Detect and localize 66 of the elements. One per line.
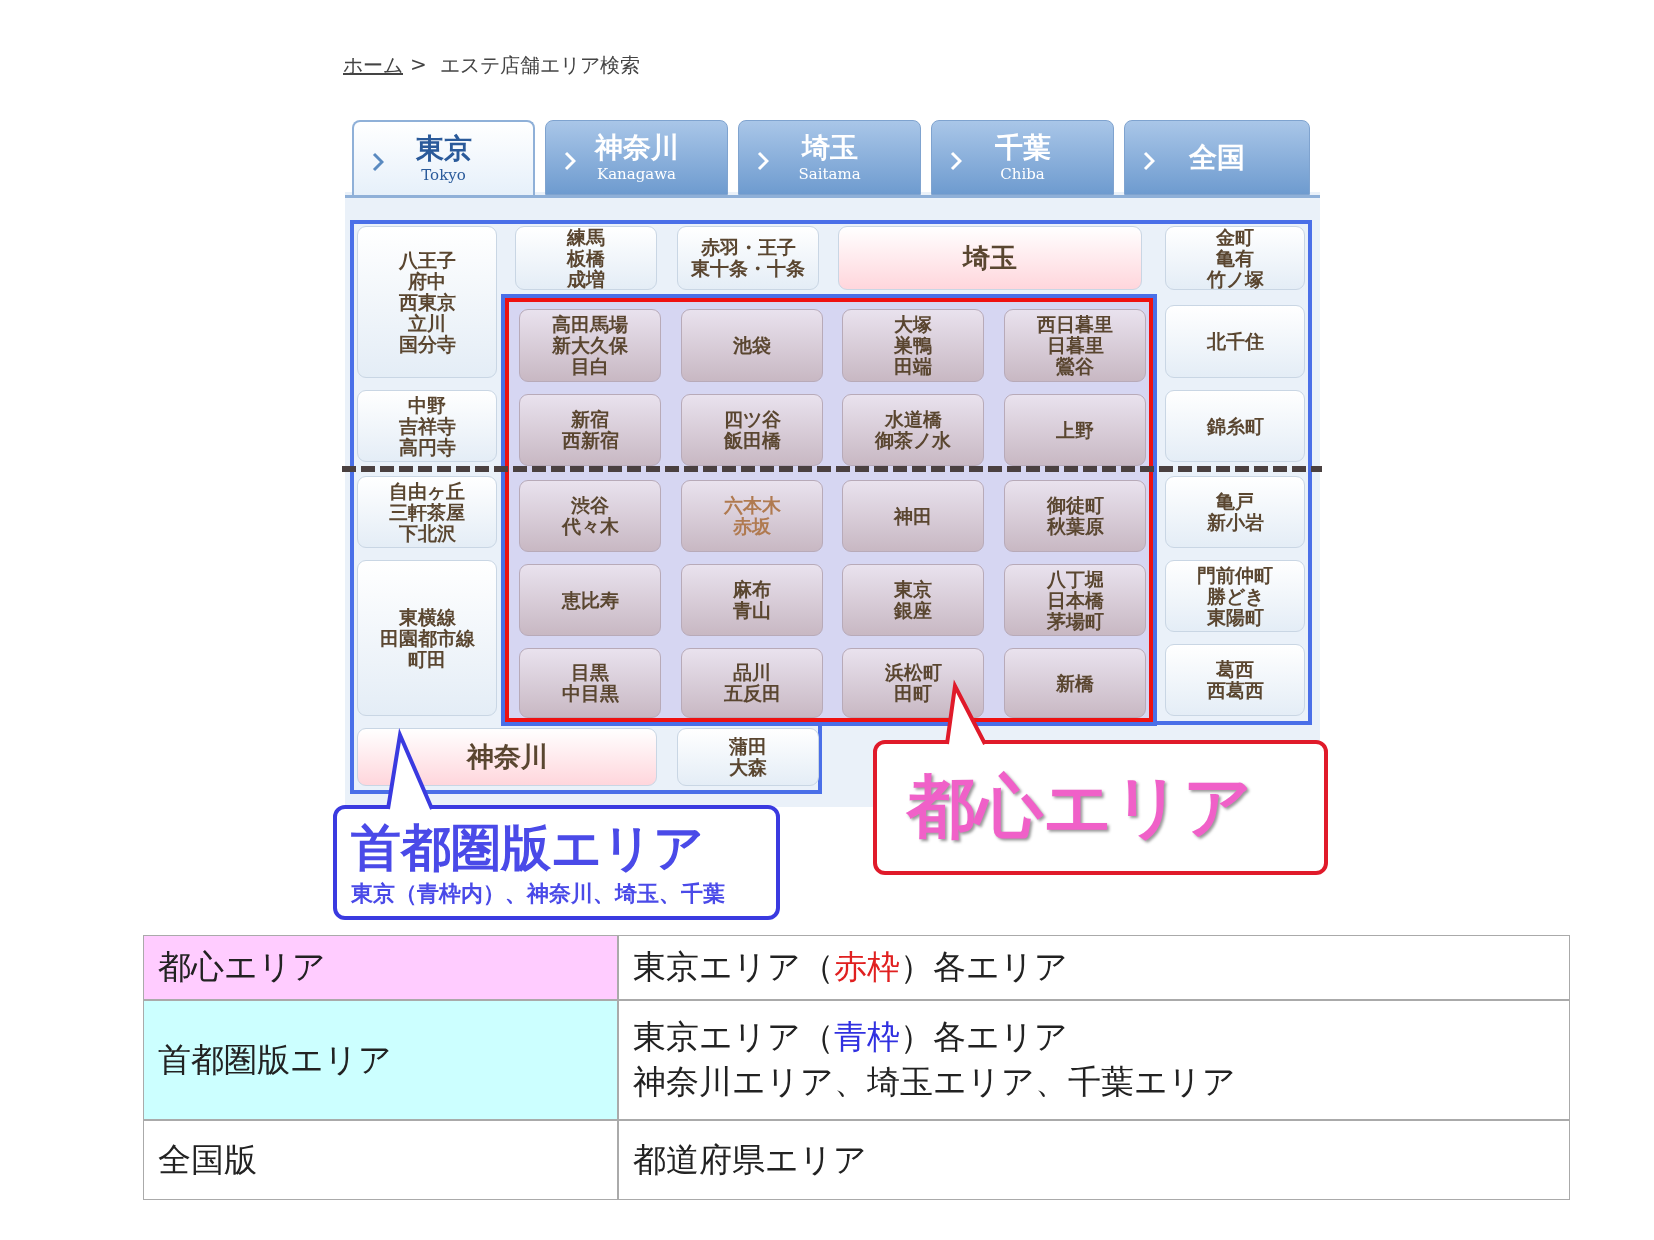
tab-title: 神奈川: [594, 131, 679, 164]
callout-pointer: [386, 727, 434, 811]
area-button: 東京 銀座: [842, 564, 984, 636]
area-button: 八王子 府中 西東京 立川 国分寺: [357, 226, 497, 378]
callout-title: 首都圏版エリア: [351, 817, 705, 879]
tab-title: 千葉: [994, 131, 1051, 164]
tab: [931, 120, 1114, 195]
area-button: 渋谷 代々木: [519, 480, 661, 552]
area-button: 池袋: [681, 309, 823, 382]
area-button: 神田: [842, 480, 984, 552]
area-button: 埼玉: [838, 226, 1142, 290]
tab-subtitle: Saitama: [798, 163, 861, 184]
area-button: 四ツ谷 飯田橋: [681, 394, 823, 466]
tab: [545, 120, 728, 195]
tab: [352, 120, 535, 195]
page-title: エステ店舗エリア検索: [440, 52, 640, 79]
tab-title: 埼玉: [801, 131, 858, 164]
area-button: 錦糸町: [1165, 390, 1305, 462]
cell-text: 東京エリア（青枠）各エリア: [633, 1016, 1069, 1058]
area-button: 西日暮里 日暮里 鶯谷: [1004, 309, 1146, 382]
area-button: 六本木 赤坂: [681, 480, 823, 552]
area-button: 八丁堀 日本橋 茅場町: [1004, 564, 1146, 636]
callout-box: [333, 805, 780, 920]
callout-pointer: [945, 679, 987, 746]
tab-title: 東京: [415, 132, 472, 165]
area-button: 自由ヶ丘 三軒茶屋 下北沢: [357, 476, 497, 548]
area-button: 水道橋 御茶ノ水: [842, 394, 984, 466]
area-button: 高田馬場 新大久保 目白: [519, 309, 661, 382]
area-button: 金町 亀有 竹ノ塚: [1165, 226, 1305, 290]
area-button: 門前仲町 勝どき 東陽町: [1165, 560, 1305, 632]
callout-box: [873, 740, 1328, 875]
area-button: 蒲田 大森: [677, 728, 819, 786]
tab-subtitle: Tokyo: [421, 164, 466, 185]
breadcrumb-link: ホーム: [343, 52, 403, 79]
tab-subtitle: Kanagawa: [596, 163, 677, 184]
area-button: 品川 五反田: [681, 648, 823, 718]
table-cell: 全国版: [143, 1120, 618, 1200]
area-button: 大塚 巣鴨 田端: [842, 309, 984, 382]
area-button: 新橋: [1004, 648, 1146, 718]
table-cell: 首都圏版エリア: [143, 1000, 618, 1120]
cell-text: 神奈川エリア、埼玉エリア、千葉エリア: [633, 1061, 1237, 1103]
area-button: 御徒町 秋葉原: [1004, 480, 1146, 552]
tab-title: 全国: [1189, 141, 1245, 174]
area-button: 北千住: [1165, 305, 1305, 378]
area-button: 中野 吉祥寺 高円寺: [357, 390, 497, 462]
table-cell: 東京エリア（赤枠）各エリア: [618, 935, 1570, 1000]
area-button: 赤羽・王子 東十条・十条: [677, 226, 819, 290]
area-button: 恵比寿: [519, 564, 661, 636]
area-button: 新宿 西新宿: [519, 394, 661, 466]
tab: [738, 120, 921, 195]
area-button: 上野: [1004, 394, 1146, 466]
callout-note: 東京（青枠内）、神奈川、埼玉、千葉: [351, 879, 726, 908]
area-button: 葛西 西葛西: [1165, 644, 1305, 716]
table-cell: 都心エリア: [143, 935, 618, 1000]
table-cell: 都道府県エリア: [618, 1120, 1570, 1200]
area-button: 浜松町 田町: [842, 648, 984, 718]
tab-subtitle: Chiba: [1000, 163, 1045, 184]
area-button: 東横線 田園都市線 町田: [357, 560, 497, 716]
breadcrumb-separator: >: [410, 52, 427, 76]
area-button: 練馬 板橋 成増: [515, 226, 657, 290]
area-button: 目黒 中目黒: [519, 648, 661, 718]
area-button: 亀戸 新小岩: [1165, 476, 1305, 548]
area-button: 神奈川: [357, 728, 657, 786]
callout-title: 都心エリア: [907, 766, 1254, 848]
tab: [1124, 120, 1310, 195]
area-button: 麻布 青山: [681, 564, 823, 636]
